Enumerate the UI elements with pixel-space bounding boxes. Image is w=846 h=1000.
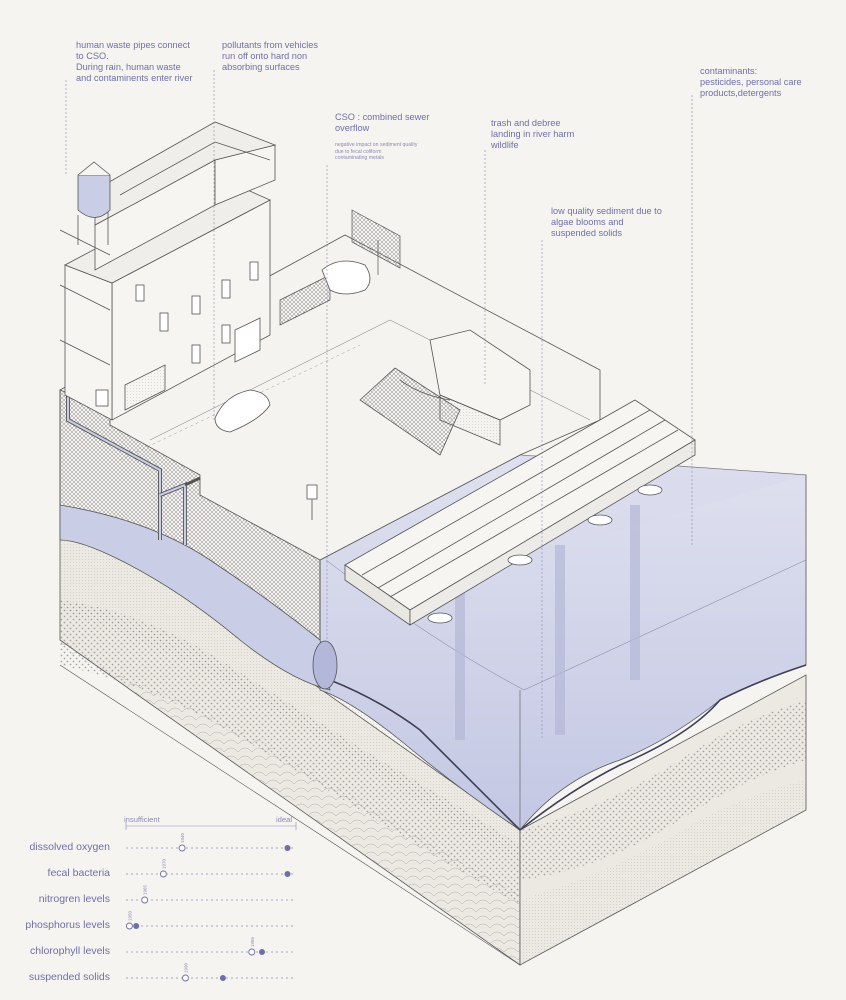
legend-year-label: 1950 [127,910,132,921]
sheds [306,329,531,520]
pier [344,399,696,626]
legend-historic-marker [178,844,186,852]
legend-row-label: suspended solids [28,971,110,983]
soil-layers-left [59,504,521,966]
annotation-pipes: human waste pipes connect to CSO. During… [76,40,193,83]
legend-current-marker [284,845,291,851]
legend-year-label: 1940 [180,832,185,843]
legend-current-marker [284,871,291,877]
legend-row-label: nitrogren levels [38,893,110,905]
legend-current-marker [133,923,140,929]
legend-row-label: dissolved oxygen [29,841,110,853]
legend-ideal: ideal [276,815,293,824]
legend-current-marker [219,975,226,981]
annotation-cso-title: CSO : combined sewer overflow [335,112,430,133]
cars [214,260,371,433]
legend-scale-bracket [125,822,297,830]
legend-historic-marker [141,896,149,904]
leader-lines [65,70,693,740]
legend-year-label: 1955 [250,936,255,947]
annotation-trash: trash and debree landing in river harm w… [491,118,575,150]
legend-insufficient: insufficient [124,815,160,824]
annotation-vehicles: pollutants from vehicles run off onto ha… [222,40,319,72]
legend-year-label: 1990 [184,962,189,973]
annotation-contaminants: contaminants: pesticides, personal care … [700,66,802,98]
legend-row-label: phosphorus levels [25,919,110,931]
legend-row-label: fecal bacteria [47,867,110,879]
legend-historic-marker [182,974,189,982]
legend-current-marker [259,949,265,955]
section-cut-wall [59,389,338,691]
soil-layers-right [519,674,807,966]
legend-historic-marker [125,922,133,930]
annotation-cso-note: negative impact on sediment quality due … [335,142,418,161]
fences [279,209,401,326]
annotation-sediment: low quality sediment due to algae blooms… [551,206,662,238]
legend-row-label: chlorophyll levels [30,945,110,957]
building [59,121,277,421]
legend-scales: 1940 1970 1965 1950 1955 1990 [125,822,297,982]
legend-historic-marker [159,870,167,878]
legend-year-label: 1970 [161,858,166,869]
legend-historic-marker [248,948,256,956]
legend-year-label: 1965 [143,884,148,895]
